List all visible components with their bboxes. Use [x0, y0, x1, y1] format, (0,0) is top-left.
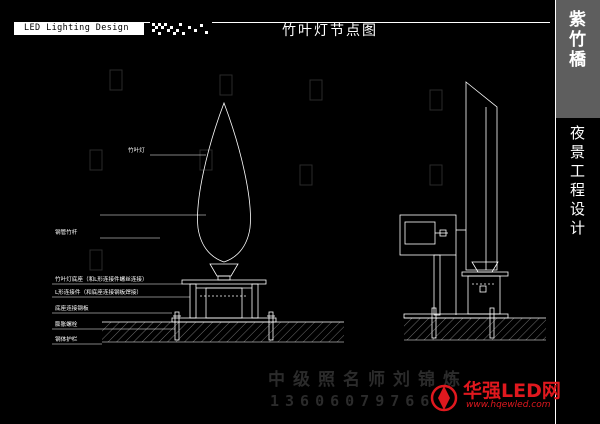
front-view	[171, 101, 277, 341]
company-name-text: 紫竹橋	[555, 10, 600, 70]
checker-pattern-icon	[150, 22, 212, 35]
ground-front	[102, 321, 344, 343]
page-title: 竹叶灯节点图	[282, 23, 378, 39]
site-name-watermark: 华强LED网	[463, 380, 561, 402]
bamboo-leaf-lamp	[197, 101, 251, 263]
site-url-watermark: www.hqewled.com	[466, 400, 551, 410]
ground-side	[404, 317, 546, 341]
label-lamp-base: 竹叶灯底座（和L形连接件螺丝连接）	[55, 275, 148, 283]
company-block	[555, 0, 600, 118]
subtitle-char: 工	[569, 162, 585, 180]
leader-lines	[52, 154, 206, 345]
label-anchor-bolt: 膨胀螺栓	[55, 320, 78, 328]
faint-logo-watermarks	[89, 69, 443, 271]
site-logo-icon	[430, 384, 458, 412]
brand-tag: LED Lighting Design	[14, 22, 144, 35]
company-char: 橋	[569, 50, 586, 70]
label-l-connector: L形连接件（和底座连接钢板焊接）	[55, 288, 142, 296]
company-name: 紫竹橋	[555, 10, 600, 70]
subtitle-char: 景	[569, 143, 585, 161]
company-char: 紫	[569, 10, 586, 30]
leaf-side-profile	[465, 81, 498, 271]
designer-watermark: 中级照名师刘锦炼	[268, 370, 468, 390]
phone-watermark: 13606079766	[270, 392, 436, 410]
header-rule	[144, 22, 550, 23]
label-steel-pipe: 钢管竹杆	[55, 228, 78, 236]
subtitle-char: 程	[569, 181, 585, 199]
subtitle-char: 设	[569, 200, 585, 218]
company-subtitle: 夜 景 工 程 设 计	[555, 124, 600, 238]
subtitle-char: 夜	[569, 124, 585, 142]
label-bamboo-lamp: 竹叶灯	[128, 146, 145, 154]
label-foundation: 钢体护栏	[55, 335, 78, 343]
subtitle-char: 计	[569, 219, 585, 237]
company-char: 竹	[569, 30, 586, 50]
sidebar-rule	[555, 0, 556, 424]
label-base-plate: 底座连接钢板	[55, 304, 89, 312]
side-view	[399, 81, 509, 339]
